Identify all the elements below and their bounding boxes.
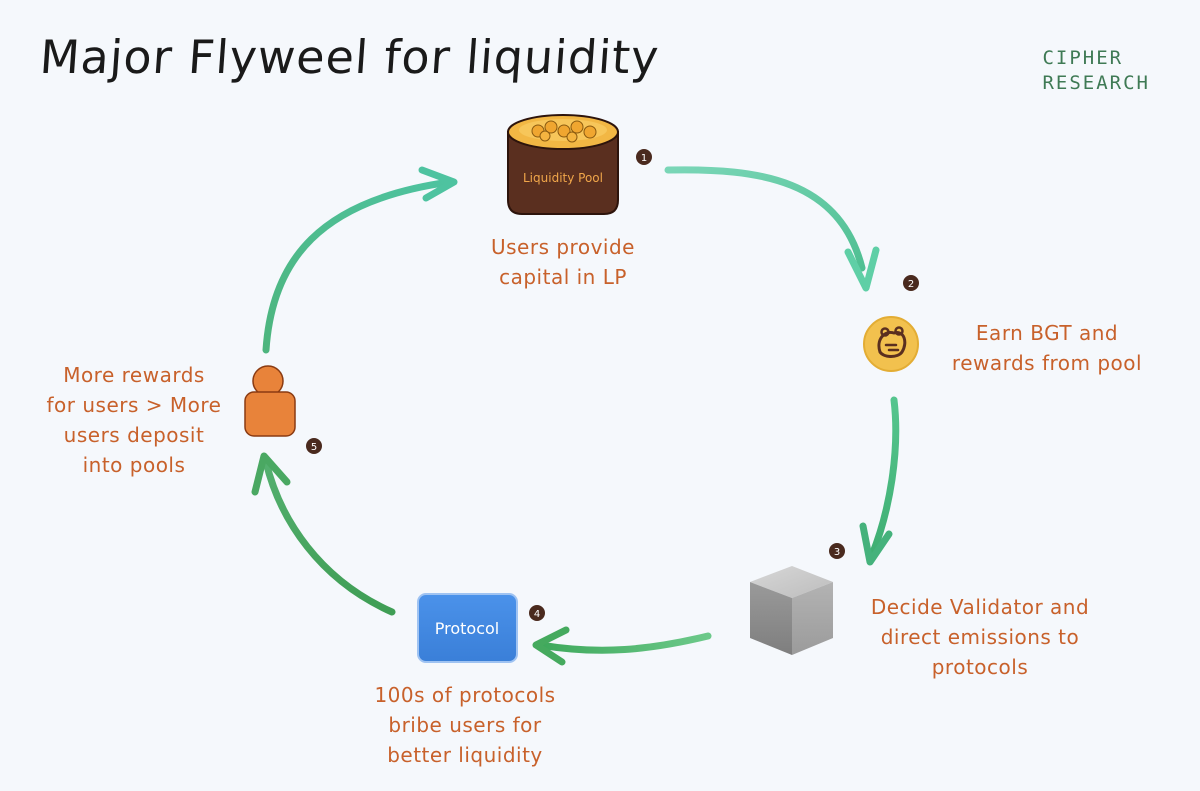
svg-text:4: 4 bbox=[534, 609, 540, 620]
step-1-label: Users provide capital in LP bbox=[491, 235, 635, 289]
step-badge-1: 1 bbox=[636, 149, 652, 165]
liquidity-pool-icon: Liquidity Pool bbox=[507, 114, 619, 215]
svg-text:3: 3 bbox=[834, 547, 840, 558]
step-2-label: Earn BGT and rewards from pool bbox=[951, 321, 1143, 375]
bear-token-icon bbox=[863, 316, 919, 372]
arrow-protocol-to-users bbox=[251, 452, 396, 616]
brand-line-2: RESEARCH bbox=[1042, 72, 1150, 94]
step-4-label: 100s of protocols bribe users for better… bbox=[374, 683, 556, 767]
user-icon bbox=[244, 365, 296, 437]
arrow-rewards-to-validator bbox=[859, 396, 900, 566]
arrow-validator-to-protocol bbox=[532, 626, 712, 666]
step-badge-2: 2 bbox=[903, 275, 919, 291]
brand-logo: CIPHER RESEARCH bbox=[1042, 46, 1150, 96]
svg-text:2: 2 bbox=[908, 279, 914, 290]
step-5-label: More rewards for users > More users depo… bbox=[46, 363, 222, 477]
validator-cube-icon bbox=[750, 566, 833, 655]
step-3-label: Decide Validator and direct emissions to… bbox=[870, 595, 1090, 679]
arrow-users-to-pool bbox=[262, 166, 458, 354]
svg-text:1: 1 bbox=[641, 153, 647, 164]
step-badge-5: 5 bbox=[306, 438, 322, 454]
brand-line-1: CIPHER bbox=[1042, 47, 1124, 69]
svg-text:5: 5 bbox=[311, 442, 317, 453]
arrow-pool-to-rewards bbox=[664, 166, 880, 292]
step-badge-3: 3 bbox=[829, 543, 845, 559]
protocol-box-icon: Protocol bbox=[417, 593, 518, 663]
protocol-icon-label: Protocol bbox=[435, 619, 499, 638]
pool-icon-label: Liquidity Pool bbox=[523, 171, 603, 185]
step-badge-4: 4 bbox=[529, 605, 545, 621]
